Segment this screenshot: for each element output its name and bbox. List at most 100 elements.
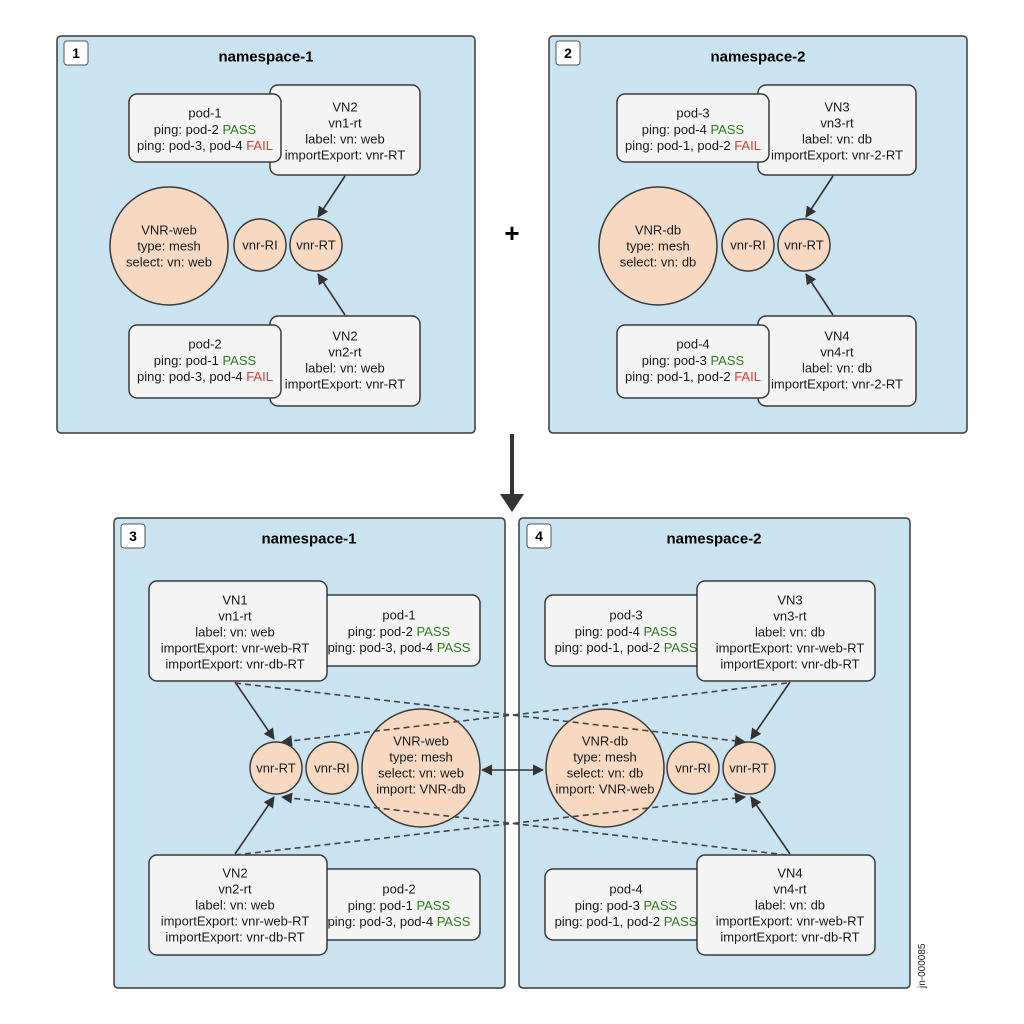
p3-vn1-box: VN1 vn1-rt label: vn: web importExport: … (148, 580, 328, 682)
p2-vn-bottom-ie: importExport: vnr-2-RT (771, 377, 903, 392)
p2-pod3-ping1: ping: pod-4 PASS (642, 122, 745, 137)
p4-ri-label: vnr-RI (675, 761, 710, 776)
p1-vn-top-name: VN2 (332, 100, 357, 115)
panel-4-badge: 4 (535, 528, 543, 544)
p3-vn-top-name: VN1 (222, 593, 247, 608)
p1-pod2-name: pod-2 (188, 337, 221, 352)
p4-vnr-ri-circle: vnr-RI (666, 741, 720, 795)
p1-pod2-box: pod-2 ping: pod-1 PASS ping: pod-3, pod-… (128, 324, 282, 399)
panel-3: 3 namespace-1 pod-1 ping: pod-2 PASS pin… (113, 517, 506, 989)
panel-3-title: namespace-1 (261, 531, 356, 548)
p3-vnr-web-circle: VNR-web type: mesh select: vn: web impor… (361, 708, 481, 828)
p1-ri-label: vnr-RI (242, 238, 277, 253)
panel-2-title: namespace-2 (710, 49, 805, 66)
p4-vnr-name: VNR-db (582, 734, 628, 749)
p1-pod1-name: pod-1 (188, 106, 221, 121)
p3-vnr-rt-circle: vnr-RT (249, 741, 303, 795)
p3-pod1-ping1: ping: pod-2 PASS (348, 624, 451, 639)
cross-edge-vn2-to-p4-rt (234, 792, 747, 856)
p4-pod3-box: pod-3 ping: pod-4 PASS ping: pod-1, pod-… (544, 594, 708, 667)
p1-vn-top-label: label: vn: web (305, 132, 385, 147)
p3-vn-bottom-label: label: vn: web (195, 898, 275, 913)
p3-pod2-ping1: ping: pod-1 PASS (348, 898, 451, 913)
p3-edge-vn2-to-rt (234, 796, 275, 855)
p3-vn2-box: VN2 vn2-rt label: vn: web importExport: … (148, 854, 328, 956)
p1-edge-vn-top-to-rt (317, 175, 346, 218)
p4-vn-bottom-label: label: vn: db (755, 898, 825, 913)
p3-vn-bottom-name: VN2 (222, 866, 247, 881)
p4-vn-top-ie2: importExport: vnr-db-RT (720, 657, 859, 672)
p4-pod4-ping2: ping: pod-1, pod-2 PASS (555, 914, 698, 929)
p3-ri-label: vnr-RI (314, 761, 349, 776)
p2-vn4-box: VN4 vn4-rt label: vn: db importExport: v… (757, 315, 917, 407)
p2-ri-label: vnr-RI (730, 238, 765, 253)
p2-pod3-ping2: ping: pod-1, pod-2 FAIL (625, 138, 761, 153)
cross-edge-vn1-to-p4-rt (234, 682, 747, 747)
p2-vn-top-rt: vn3-rt (820, 116, 854, 131)
p2-vn-top-name: VN3 (824, 100, 849, 115)
p2-vn-bottom-rt: vn4-rt (820, 345, 854, 360)
p4-vnr-select: select: vn: db (567, 766, 644, 781)
p4-vn-top-label: label: vn: db (755, 625, 825, 640)
plus-sign: + (504, 218, 519, 248)
p2-pod3-box: pod-3 ping: pod-4 PASS ping: pod-1, pod-… (616, 93, 770, 163)
p2-edge-vn-bottom-to-rt (805, 273, 834, 316)
p2-vnr-select: select: vn: db (620, 255, 697, 270)
p1-pod1-ping2: ping: pod-3, pod-4 FAIL (137, 138, 273, 153)
p4-vnr-import: import: VNR-web (556, 782, 655, 797)
p2-pod3-name: pod-3 (676, 106, 709, 121)
p1-vn-bottom-name: VN2 (332, 329, 357, 344)
p3-pod2-ping2: ping: pod-3, pod-4 PASS (328, 914, 471, 929)
p3-vn-top-ie2: importExport: vnr-db-RT (165, 657, 304, 672)
p3-pod2-name: pod-2 (382, 882, 415, 897)
p3-vn-top-ie1: importExport: vnr-web-RT (161, 641, 310, 656)
p1-vn-bottom-label: label: vn: web (305, 361, 385, 376)
p1-pod1-box: pod-1 ping: pod-2 PASS ping: pod-3, pod-… (128, 93, 282, 163)
p2-pod4-box: pod-4 ping: pod-3 PASS ping: pod-1, pod-… (616, 324, 770, 399)
p4-vnr-type: type: mesh (573, 750, 637, 765)
p1-rt-label: vnr-RT (296, 238, 336, 253)
p4-pod4-ping1: ping: pod-3 PASS (575, 898, 678, 913)
p1-vnr-select: select: vn: web (126, 255, 212, 270)
figure-id-watermark: jn-000085 (917, 943, 928, 989)
p4-vnr-rt-circle: vnr-RT (722, 741, 776, 795)
p2-pod4-name: pod-4 (676, 337, 709, 352)
p2-vnr-db-circle: VNR-db type: mesh select: vn: db (598, 186, 718, 306)
p2-vn3-box: VN3 vn3-rt label: vn: db importExport: v… (757, 84, 917, 176)
p1-vnr-type: type: mesh (137, 239, 201, 254)
p4-vn-bottom-name: VN4 (777, 866, 802, 881)
panel-1-badge: 1 (72, 45, 80, 61)
p1-vn2-bottom-box: VN2 vn2-rt label: vn: web importExport: … (269, 315, 421, 407)
p2-vn-top-label: label: vn: db (802, 132, 872, 147)
p4-vn-bottom-ie1: importExport: vnr-web-RT (716, 914, 865, 929)
p3-vnr-name: VNR-web (393, 734, 449, 749)
p3-vn-top-label: label: vn: web (195, 625, 275, 640)
p3-pod2-box: pod-2 ping: pod-1 PASS ping: pod-3, pod-… (317, 868, 481, 941)
panel-4-title: namespace-2 (666, 531, 761, 548)
p4-edge-vn4-to-rt (750, 796, 791, 855)
p2-pod4-ping1: ping: pod-3 PASS (642, 353, 745, 368)
p4-vn-bottom-rt: vn4-rt (773, 882, 807, 897)
p1-vnr-rt-circle: vnr-RT (289, 218, 343, 272)
p4-pod3-ping2: ping: pod-1, pod-2 PASS (555, 640, 698, 655)
p2-pod4-ping2: ping: pod-1, pod-2 FAIL (625, 369, 761, 384)
p3-vnr-ri-circle: vnr-RI (305, 741, 359, 795)
p4-pod4-name: pod-4 (609, 882, 642, 897)
p4-pod4-box: pod-4 ping: pod-3 PASS ping: pod-1, pod-… (544, 868, 708, 941)
p1-pod2-ping2: ping: pod-3, pod-4 FAIL (137, 369, 273, 384)
p3-edge-vn1-to-rt (234, 681, 275, 740)
p4-vn3-box: VN3 vn3-rt label: vn: db importExport: v… (696, 580, 876, 682)
panel-4: 4 namespace-2 pod-3 ping: pod-4 PASS pin… (518, 517, 911, 989)
panel-3-badge: 3 (129, 528, 137, 544)
p3-pod1-name: pod-1 (382, 608, 415, 623)
p4-pod3-name: pod-3 (609, 608, 642, 623)
panel-2-badge: 2 (564, 45, 572, 61)
p4-vnr-db-circle: VNR-db type: mesh select: vn: db import:… (545, 708, 665, 828)
p2-rt-label: vnr-RT (784, 238, 824, 253)
panel-1: 1 namespace-1 VN2 vn1-rt label: vn: web … (56, 35, 476, 434)
p2-vnr-ri-circle: vnr-RI (721, 218, 775, 272)
p1-vn-bottom-rt: vn2-rt (328, 345, 362, 360)
panel-2: 2 namespace-2 VN3 vn3-rt label: vn: db i… (548, 35, 968, 434)
p1-vnr-ri-circle: vnr-RI (233, 218, 287, 272)
